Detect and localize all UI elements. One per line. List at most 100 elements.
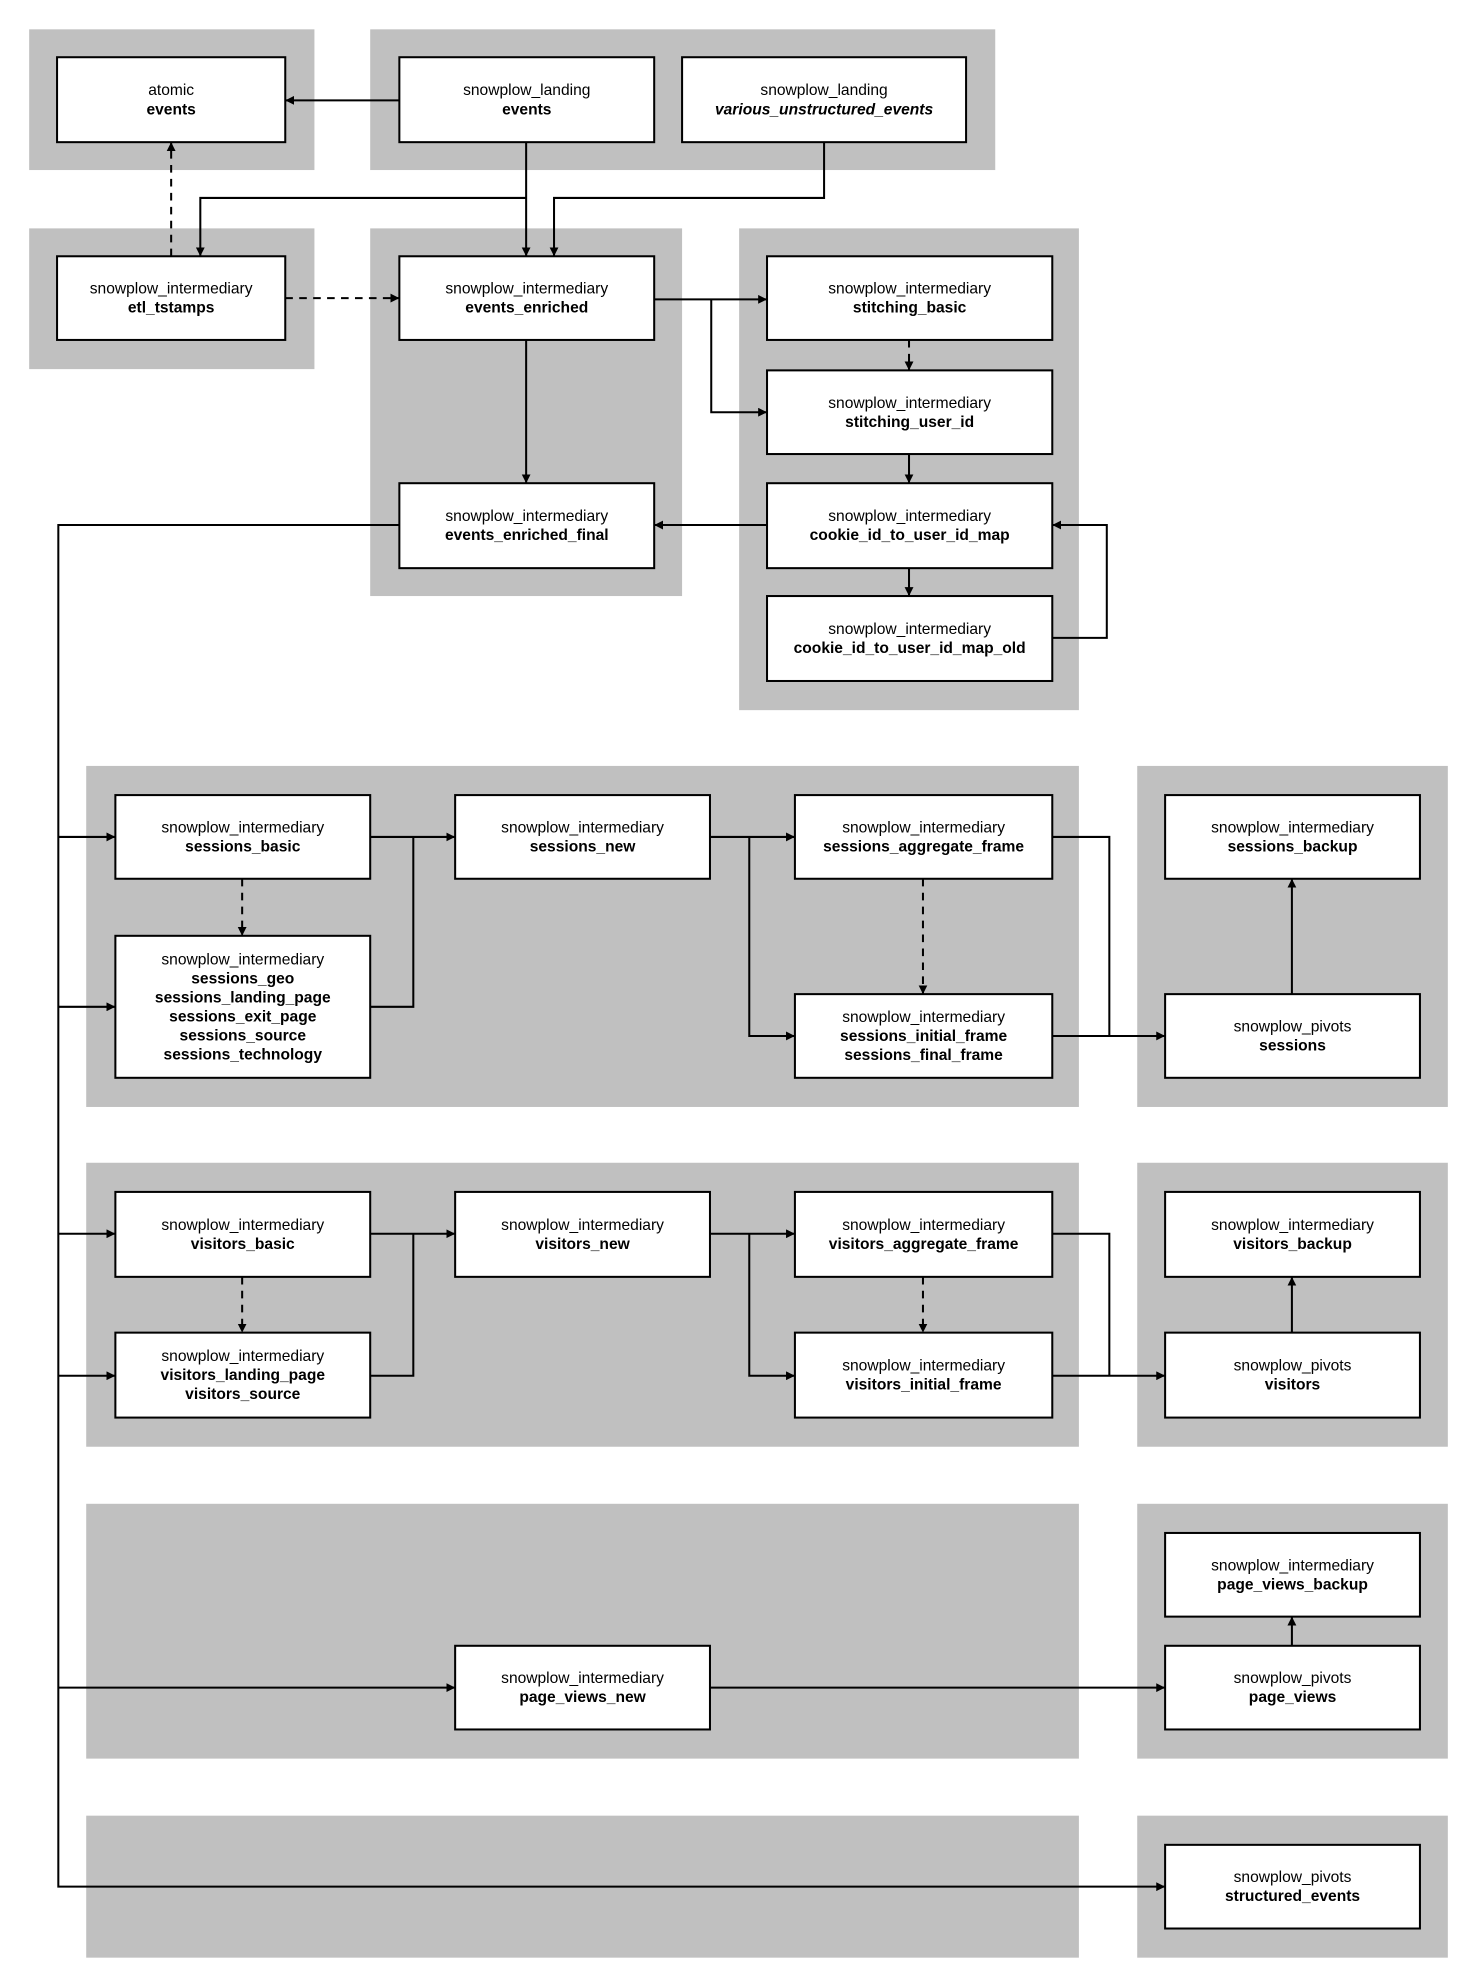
table-name: page_views [1249, 1689, 1337, 1706]
table-name: various_unstructured_events [715, 101, 934, 118]
node-box [793, 794, 1054, 880]
table-name: etl_tstamps [128, 300, 215, 317]
table-name: visitors_new [535, 1236, 630, 1253]
node-box [1164, 1644, 1421, 1731]
table-name: visitors_initial_frame [846, 1377, 1002, 1394]
dependency-arrow [1052, 1232, 1111, 1376]
dependency-arrow [549, 142, 826, 257]
node-box [454, 1644, 711, 1731]
schema-name: snowplow_intermediary [1211, 819, 1374, 836]
schema-name: snowplow_intermediary [501, 819, 664, 836]
schema-name: atomic [148, 82, 194, 99]
node-box [398, 255, 656, 341]
schema-name: snowplow_intermediary [445, 508, 608, 525]
schema-name: snowplow_intermediary [161, 1217, 324, 1234]
table-name: sessions [1259, 1038, 1326, 1055]
table-name: sessions_technology [164, 1046, 323, 1063]
schema-name: snowplow_intermediary [90, 281, 253, 298]
node-box [398, 56, 656, 144]
table-node-page-views-new[interactable]: snowplow_intermediary page_views_new [454, 1644, 711, 1731]
table-node-sessions-frames[interactable]: snowplow_intermediary sessions_initial_fr… [793, 993, 1054, 1079]
schema-name: snowplow_landing [463, 82, 590, 99]
schema-name: snowplow_intermediary [445, 281, 608, 298]
table-node-pivots-visitors[interactable]: snowplow_pivots visitors [1164, 1331, 1421, 1419]
schema-name: snowplow_intermediary [161, 951, 324, 968]
node-box [454, 794, 711, 880]
schema-name: snowplow_intermediary [828, 621, 991, 638]
dependency-arrow [370, 1233, 415, 1377]
schema-name: snowplow_intermediary [828, 281, 991, 298]
node-box [766, 255, 1054, 341]
schema-name: snowplow_intermediary [161, 819, 324, 836]
schema-name: snowplow_intermediary [828, 508, 991, 525]
node-box [1164, 1531, 1421, 1618]
node-box [1164, 1190, 1421, 1278]
table-node-cookie-map-old[interactable]: snowplow_intermediarycookie_id_to_user_i… [766, 595, 1054, 682]
node-box [681, 56, 968, 144]
node-box [114, 934, 372, 1079]
dependency-arrow [57, 524, 1166, 1892]
node-box [1164, 794, 1421, 880]
table-node-pivots-sessions[interactable]: snowplow_pivots sessions [1164, 993, 1421, 1079]
table-name: sessions_initial_frame [840, 1028, 1007, 1045]
table-node-landing-unstructured[interactable]: snowplow_landing various_unstructured_eve… [681, 56, 968, 144]
node-box [114, 1190, 372, 1278]
node-box [1164, 1331, 1421, 1419]
table-node-sessions-details[interactable]: snowplow_intermediarysessions_geosession… [114, 934, 372, 1079]
table-node-events-enriched-final[interactable]: snowplow_intermediaryevents_enriched_fin… [398, 482, 656, 570]
table-name: cookie_id_to_user_id_map [810, 527, 1010, 544]
table-name: sessions_backup [1228, 839, 1358, 856]
table-node-visitors-basic[interactable]: snowplow_intermediary visitors_basic [114, 1190, 372, 1278]
table-name: page_views_backup [1217, 1576, 1368, 1593]
table-node-visitors-initial-frame[interactable]: snowplow_intermediary visitors_initial_fr… [793, 1331, 1054, 1419]
node-box [766, 369, 1054, 456]
table-node-sessions-aggregate-frame[interactable]: snowplow_intermediarysessions_aggregate_… [793, 794, 1054, 880]
schema-name: snowplow_pivots [1234, 1019, 1352, 1036]
table-node-visitors-details[interactable]: snowplow_intermediary visitors_landing_pa… [114, 1331, 372, 1419]
schema-name: snowplow_intermediary [842, 1009, 1005, 1026]
schema-name: snowplow_intermediary [501, 1670, 664, 1687]
schema-name: snowplow_intermediary [1211, 1557, 1374, 1574]
table-node-sessions-new[interactable]: snowplow_intermediary sessions_new [454, 794, 711, 880]
schema-name: snowplow_landing [760, 82, 887, 99]
table-node-visitors-aggregate-frame[interactable]: snowplow_intermediaryvisitors_aggregate_… [793, 1190, 1054, 1278]
schema-name: snowplow_pivots [1234, 1358, 1352, 1375]
dependency-arrow [748, 1233, 795, 1381]
table-name: visitors_backup [1233, 1236, 1352, 1253]
node-box [454, 1190, 711, 1278]
node-box [766, 595, 1054, 682]
table-name: visitors_landing_page [161, 1367, 326, 1384]
node-box [1164, 993, 1421, 1079]
table-name: visitors_basic [191, 1236, 295, 1253]
node-box [56, 255, 287, 341]
table-node-etl-tstamps[interactable]: snowplow_intermediary etl_tstamps [56, 255, 287, 341]
table-name: visitors [1265, 1377, 1321, 1394]
table-name: sessions_exit_page [169, 1008, 317, 1025]
node-box [793, 1331, 1054, 1419]
node-box [398, 482, 656, 570]
table-name: sessions_new [530, 839, 637, 856]
schema-name: snowplow_intermediary [828, 395, 991, 412]
node-box [793, 993, 1054, 1079]
table-name: page_views_new [519, 1689, 646, 1706]
dependency-arrow [748, 836, 795, 1041]
schema-name: snowplow_intermediary [842, 1358, 1005, 1375]
table-node-cookie-map[interactable]: snowplow_intermediary cookie_id_to_user_i… [766, 482, 1054, 570]
table-node-sessions-backup[interactable]: snowplow_intermediary sessions_backup [1164, 794, 1421, 880]
table-name: sessions_aggregate_frame [823, 839, 1024, 856]
table-node-page-views-backup[interactable]: snowplow_intermediary page_views_backup [1164, 1531, 1421, 1618]
schema-name: snowplow_intermediary [161, 1348, 324, 1365]
node-box [114, 794, 372, 880]
dependency-arrow [195, 196, 527, 257]
